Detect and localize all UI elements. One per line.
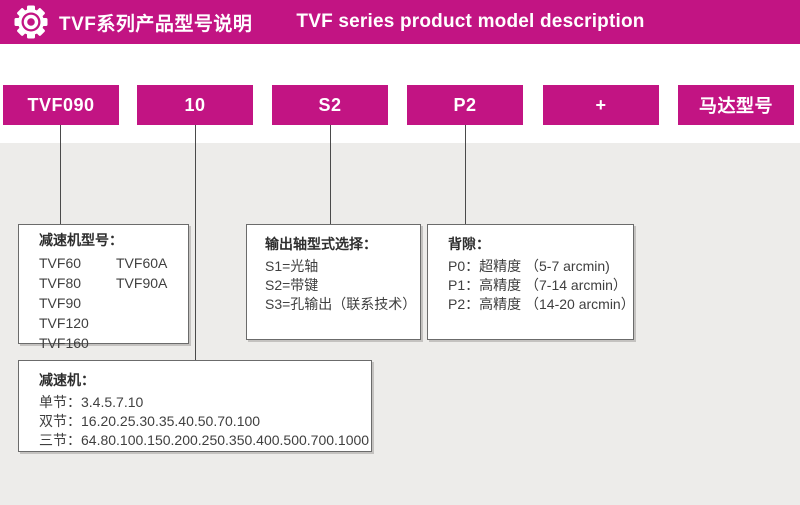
list-item: 单节：3.4.5.7.10: [39, 394, 144, 410]
gearbox-model-col2: TVF60A TVF90A: [116, 253, 167, 353]
list-item: TVF80: [39, 275, 82, 291]
backlash-box: 背隙： P0：超精度 （5-7 arcmin) P1：高精度 （7-14 arc…: [427, 224, 635, 340]
list-item: TVF90A: [116, 275, 168, 291]
list-item: S3=孔输出（联系技术）: [265, 296, 417, 312]
ratio-box: 减速机： 单节：3.4.5.7.10 双节：16.20.25.30.35.40.…: [18, 360, 372, 452]
connector-line-ratio: [195, 125, 196, 360]
list-item: 三节：64.80.100.150.200.250.350.400.500.700…: [39, 432, 370, 448]
list-item: P1：高精度 （7-14 arcmin）: [448, 277, 627, 293]
list-item: TVF90: [39, 295, 82, 311]
header-bar: TVF系列产品型号说明 TVF series product model des…: [0, 0, 800, 44]
model-segment-output-shaft: S2: [272, 85, 388, 125]
model-segment-ratio: 10: [137, 85, 253, 125]
gearbox-model-box: 减速机型号： TVF60 TVF80 TVF90 TVF120 TVF160 T…: [18, 224, 189, 351]
list-item: TVF60: [39, 255, 82, 271]
list-item: TVF160: [39, 335, 89, 351]
model-segment-plus: +: [543, 85, 659, 125]
model-segment-motor-model: 马达型号: [678, 85, 794, 125]
backlash-title: 背隙：: [448, 236, 490, 252]
model-segment-backlash: P2: [407, 85, 523, 125]
model-segment-gearbox-model: TVF090: [3, 85, 119, 125]
gearbox-model-columns: TVF60 TVF80 TVF90 TVF120 TVF160 TVF60A T…: [39, 253, 188, 353]
list-item: 双节：16.20.25.30.35.40.50.70.100: [39, 413, 261, 429]
gear-icon: [14, 5, 48, 39]
list-item: S1=光轴: [265, 258, 319, 274]
connector-line-gearbox-model: [60, 125, 61, 225]
gearbox-model-title: 减速机型号：: [39, 232, 123, 248]
output-shaft-box: 输出轴型式选择： S1=光轴 S2=带键 S3=孔输出（联系技术）: [246, 224, 421, 340]
page-title-en: TVF series product model description: [296, 11, 645, 32]
page-title-zh: TVF系列产品型号说明: [59, 13, 253, 35]
list-item: P0：超精度 （5-7 arcmin): [448, 258, 610, 274]
list-item: P2：高精度 （14-20 arcmin）: [448, 296, 635, 312]
gearbox-model-col1: TVF60 TVF80 TVF90 TVF120 TVF160: [39, 253, 116, 353]
list-item: TVF120: [39, 315, 89, 331]
ratio-title: 减速机：: [39, 372, 95, 388]
output-shaft-title: 输出轴型式选择：: [265, 236, 377, 252]
list-item: TVF60A: [116, 255, 168, 271]
connector-line-output-shaft: [330, 125, 331, 225]
connector-line-backlash: [465, 125, 466, 225]
list-item: S2=带键: [265, 277, 319, 293]
